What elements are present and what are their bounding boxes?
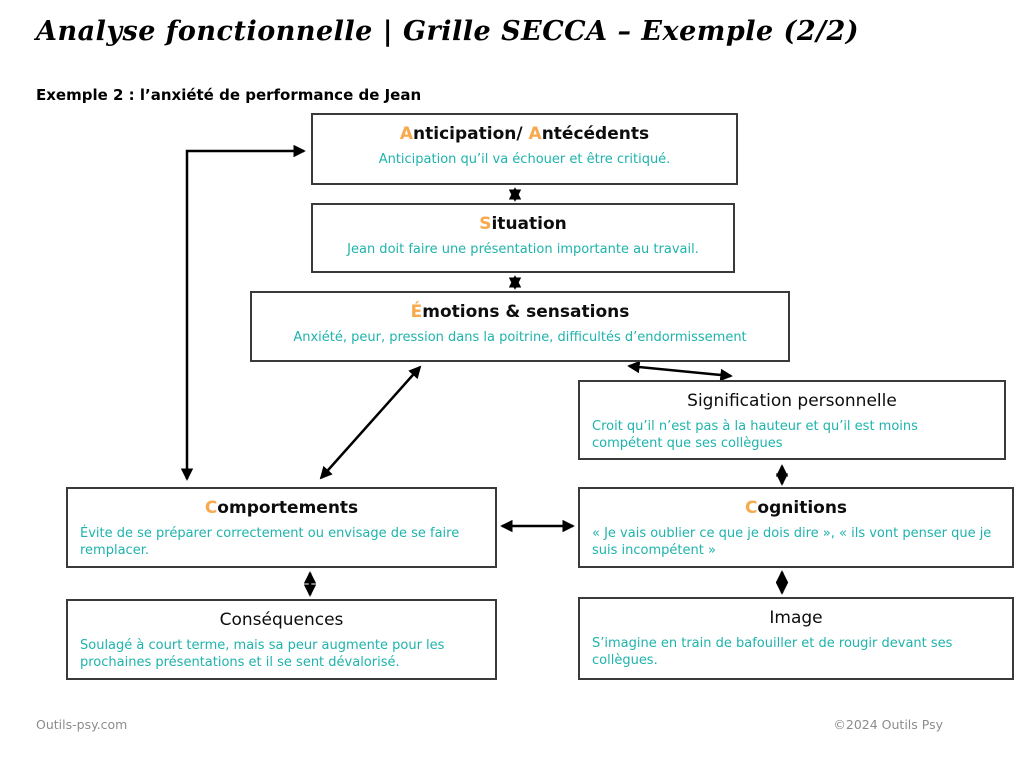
box-situation-body: Jean doit faire une présentation importa… [347,242,699,258]
box-consequences-body: Soulagé à court terme, mais sa peur augm… [80,638,445,671]
box-anticipation: Anticipation/ Antécédents Anticipation q… [311,113,738,185]
box-situation: Situation Jean doit faire une présentati… [311,203,735,273]
box-image-title: Image [769,608,823,628]
box-signification: Signification personnelle Croit qu’il n’… [578,380,1006,460]
box-signification-body: Croit qu’il n’est pas à la hauteur et qu… [592,419,918,452]
page-title: Analyse fonctionnelle | Grille SECCA – E… [36,16,860,47]
box-comportements: Comportements Évite de se préparer corre… [66,487,497,568]
box-cognitions-body: « Je vais oublier ce que je dois dire »,… [592,526,992,559]
box-comportements-title: Comportements [204,498,359,518]
page-subtitle: Exemple 2 : l’anxiété de performance de … [36,86,422,104]
box-image-body: S’imagine en train de bafouiller et de r… [592,636,953,669]
box-anticipation-body: Anticipation qu’il va échouer et être cr… [378,152,671,168]
box-cognitions-title: Cognitions [744,498,848,518]
footer-copyright: ©2024 Outils Psy [833,717,943,732]
box-anticipation-title: Anticipation/ Antécédents [399,124,650,144]
box-emotions-title: Émotions & sensations [410,302,630,322]
box-consequences-title: Conséquences [219,610,344,630]
box-image: Image S’imagine en train de bafouiller e… [578,597,1014,680]
box-comportements-body: Évite de se préparer correctement ou env… [80,526,460,559]
box-consequences: Conséquences Soulagé à court terme, mais… [66,599,497,680]
footer-site-name: Outils-psy.com [36,717,128,732]
box-cognitions: Cognitions « Je vais oublier ce que je d… [578,487,1014,568]
arrow-emotions-signification [627,360,733,382]
box-emotions-body: Anxiété, peur, pression dans la poitrine… [293,330,747,346]
arrow-emotions-comportements [319,365,422,480]
box-emotions: Émotions & sensations Anxiété, peur, pre… [250,291,790,362]
box-signification-title: Signification personnelle [687,391,897,411]
box-situation-title: Situation [479,214,567,234]
